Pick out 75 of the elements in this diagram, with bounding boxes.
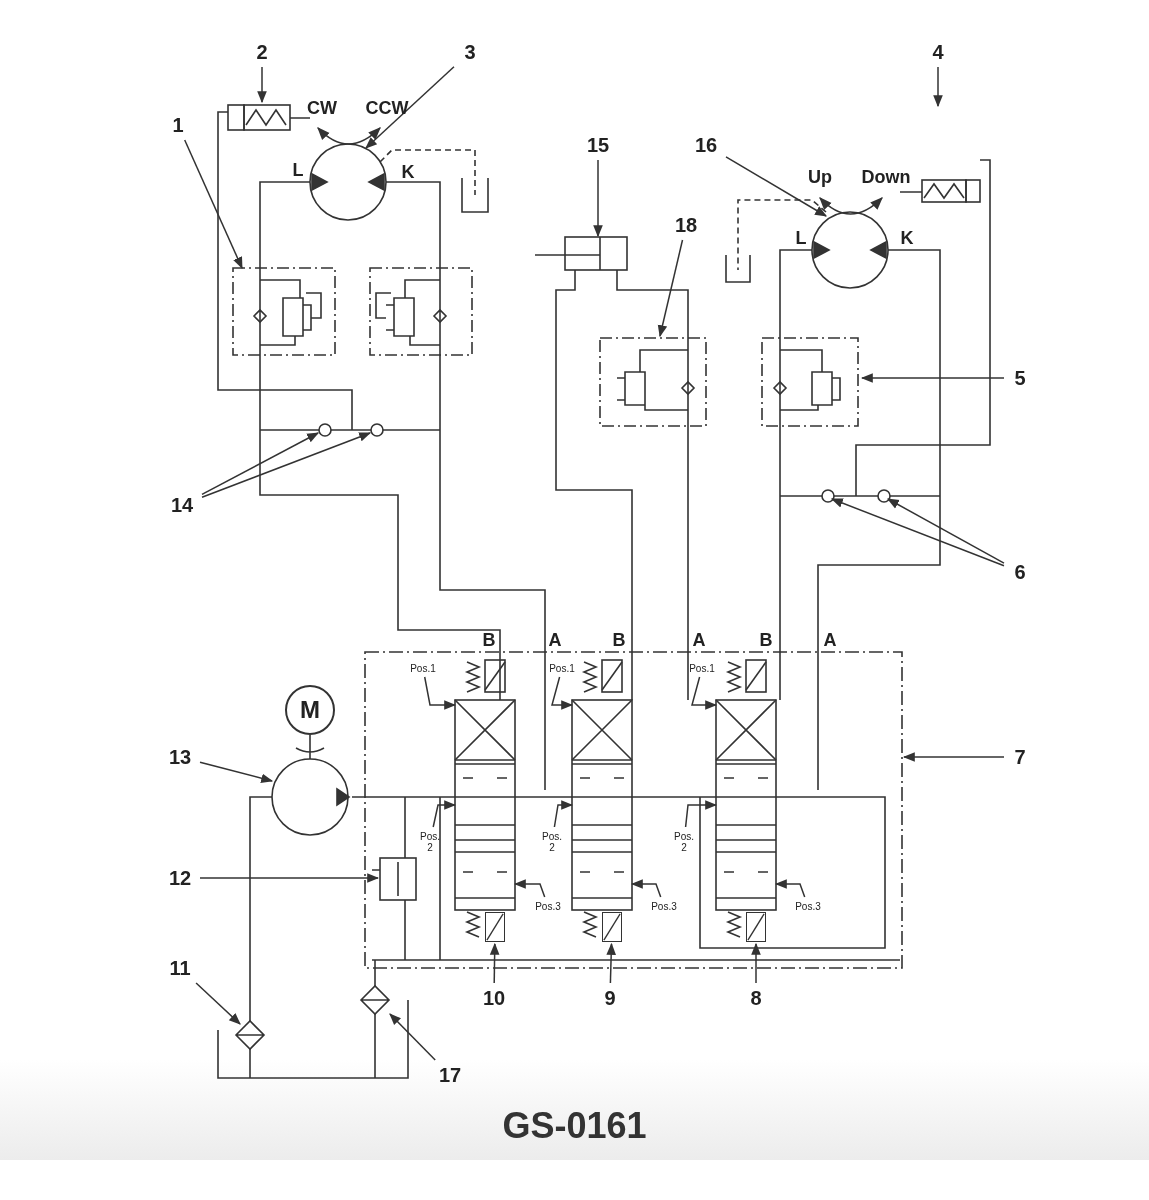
- callout-number: 16: [688, 132, 724, 158]
- callout-number: 11: [162, 955, 198, 981]
- leader-line: [257, 66, 267, 104]
- port-label: A: [548, 629, 562, 651]
- leader-line: [199, 761, 274, 783]
- leader-line: [886, 498, 1005, 564]
- callout-number: 15: [580, 132, 616, 158]
- position-label: Pos. 2: [540, 829, 564, 855]
- rotation-label: CW: [307, 97, 337, 119]
- leader-line: [774, 879, 806, 898]
- leader-line: [860, 373, 1005, 383]
- callout-number: 6: [1006, 559, 1034, 585]
- callout-number: 13: [162, 744, 198, 770]
- port-label: B: [759, 629, 773, 651]
- position-label: Pos.3: [791, 899, 825, 913]
- port-label: K: [900, 227, 914, 249]
- callout-number: 1: [164, 112, 192, 138]
- port-label: A: [692, 629, 706, 651]
- port-label: K: [401, 161, 415, 183]
- solenoid-symbol: [602, 912, 622, 942]
- port-label: A: [823, 629, 837, 651]
- position-label: Pos.3: [531, 899, 565, 913]
- position-label: Pos. 2: [673, 829, 695, 855]
- leader-line: [725, 156, 828, 217]
- position-label: Pos.1: [406, 661, 440, 675]
- callout-number: 18: [668, 212, 704, 238]
- position-label: Pos.1: [545, 661, 579, 675]
- leader-line: [691, 676, 718, 710]
- direction-label: Down: [861, 166, 911, 188]
- port-label: B: [482, 629, 496, 651]
- leader-line: [183, 139, 243, 270]
- leader-line: [593, 159, 603, 238]
- solenoid-symbol: [746, 912, 766, 942]
- leader-line: [751, 942, 761, 984]
- callout-number: 5: [1006, 365, 1034, 391]
- position-label: Pos. 2: [418, 829, 442, 855]
- leader-line: [489, 942, 500, 984]
- callout-number: 3: [456, 39, 484, 65]
- leader-line: [830, 498, 1005, 567]
- leader-line: [684, 800, 718, 828]
- callout-number: 8: [742, 985, 770, 1011]
- leader-line: [513, 879, 546, 898]
- leader-line: [551, 676, 574, 710]
- callout-number: 14: [164, 492, 200, 518]
- callout-number: 12: [162, 865, 198, 891]
- motor-symbol: M: [285, 685, 335, 735]
- port-label: L: [292, 159, 304, 181]
- callout-number: 4: [924, 39, 952, 65]
- leader-line: [365, 66, 455, 149]
- position-label: Pos.3: [647, 899, 681, 913]
- callout-number: 7: [1006, 744, 1034, 770]
- leader-line: [199, 873, 380, 883]
- port-label: L: [795, 227, 807, 249]
- leader-line: [630, 879, 662, 898]
- leader-line: [933, 66, 943, 108]
- leader-line: [201, 432, 372, 499]
- callout-number: 9: [596, 985, 624, 1011]
- port-label: B: [612, 629, 626, 651]
- leader-line: [201, 432, 320, 496]
- leader-line: [423, 676, 457, 710]
- direction-label: Up: [808, 166, 832, 188]
- callout-number: 17: [432, 1062, 468, 1088]
- callout-number: 10: [476, 985, 512, 1011]
- leader-line: [902, 752, 1005, 762]
- leader-line: [657, 239, 684, 338]
- figure-caption: GS-0161: [501, 1105, 648, 1147]
- callout-number: 2: [248, 39, 276, 65]
- solenoid-symbol: [485, 912, 505, 942]
- leader-line: [195, 982, 241, 1025]
- position-label: Pos.1: [685, 661, 719, 675]
- leader-line: [389, 1013, 436, 1061]
- leader-line: [553, 800, 574, 828]
- leader-line: [432, 800, 457, 828]
- rotation-label: CCW: [365, 97, 409, 119]
- leader-line: [606, 942, 616, 984]
